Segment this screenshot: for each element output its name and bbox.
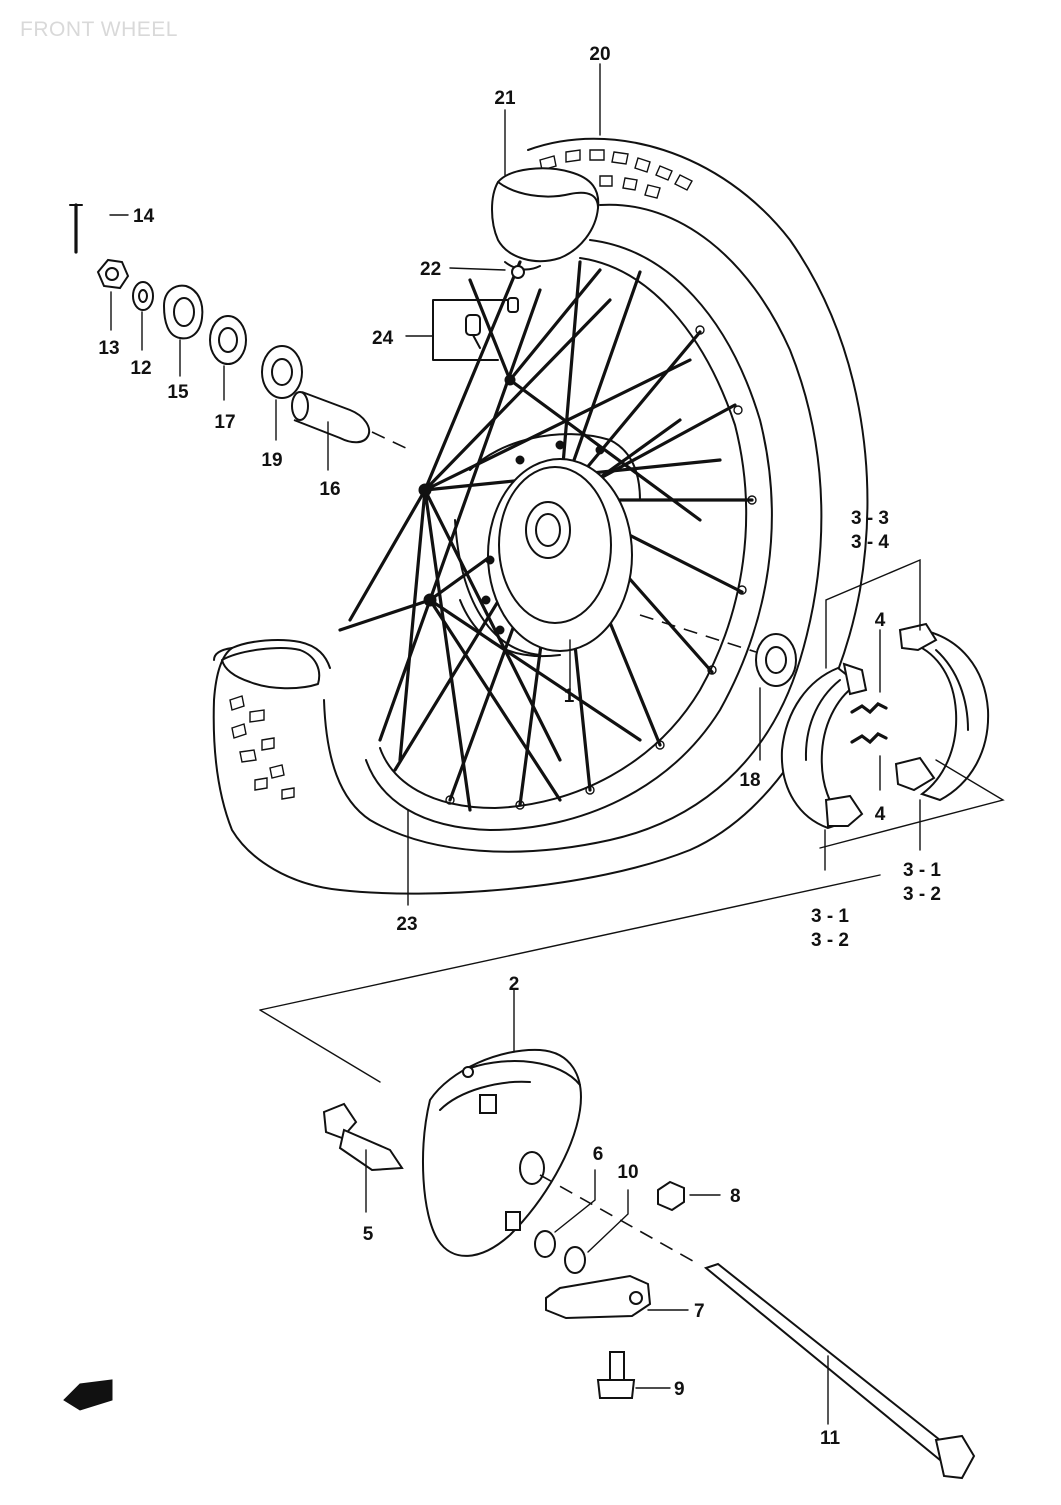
callout-3-3: 3 - 3 [851, 508, 889, 529]
brake-springs [850, 702, 888, 745]
callout-15: 15 [167, 382, 189, 403]
spokes [338, 260, 754, 812]
callout-12: 12 [130, 358, 151, 379]
callout-17: 17 [214, 412, 235, 433]
callout-3-1-right: 3 - 1 [903, 860, 941, 881]
callout-11: 11 [820, 1428, 841, 1449]
callout-10: 10 [617, 1162, 638, 1183]
page-title: FRONT WHEEL [20, 18, 178, 41]
axle-nut [96, 258, 130, 290]
rim-band [504, 261, 541, 279]
callout-3-4: 3 - 4 [851, 532, 889, 553]
callout-leaders [109, 63, 829, 1425]
distance-spacer [291, 391, 411, 451]
callout-9: 9 [674, 1379, 685, 1400]
callout-5: 5 [363, 1224, 374, 1245]
callout-8: 8 [730, 1186, 741, 1207]
callout-24: 24 [372, 328, 394, 349]
front-direction-arrow [63, 1379, 113, 1411]
callout-22: 22 [420, 259, 441, 280]
callout-4-top: 4 [875, 610, 886, 631]
callout-4-bottom: 4 [875, 804, 886, 825]
callout-14: 14 [133, 206, 155, 227]
callout-13: 13 [98, 338, 119, 359]
callout-18: 18 [739, 770, 760, 791]
cotter-pin [69, 203, 83, 254]
callout-21: 21 [494, 88, 516, 109]
washer [132, 281, 154, 311]
brake-shoe-front [780, 662, 868, 830]
front-axle [539, 1174, 976, 1480]
brake-panel [422, 1048, 582, 1257]
panel-nut [657, 1180, 685, 1212]
brake-cam [322, 1102, 404, 1172]
hub [454, 433, 641, 658]
cam-seal [534, 1230, 556, 1258]
bearing-right [639, 614, 797, 687]
callout-7: 7 [694, 1301, 705, 1322]
tire [212, 137, 869, 895]
callout-19: 19 [261, 450, 282, 471]
spacer [162, 284, 204, 340]
callout-20: 20 [589, 44, 610, 65]
brake-lever [545, 1274, 652, 1320]
shoe-leader-lines [819, 558, 1005, 871]
callout-16: 16 [319, 479, 340, 500]
panel-leader-lines [259, 874, 881, 1253]
inner-tube [491, 167, 600, 263]
callout-3-1-left: 3 - 1 [811, 906, 849, 927]
bearing-left [261, 345, 303, 399]
cam-washer [564, 1246, 586, 1274]
callout-23: 23 [396, 914, 417, 935]
callout-6: 6 [593, 1144, 604, 1165]
callout-2: 2 [509, 974, 520, 995]
valve-parts [432, 297, 519, 361]
callout-1: 1 [564, 686, 575, 707]
callout-3-2-left: 3 - 2 [811, 930, 849, 951]
dust-seal [209, 315, 247, 365]
brake-shoe-rear [894, 622, 990, 802]
callout-3-2-right: 3 - 2 [903, 884, 941, 905]
lever-bolt [596, 1351, 636, 1399]
